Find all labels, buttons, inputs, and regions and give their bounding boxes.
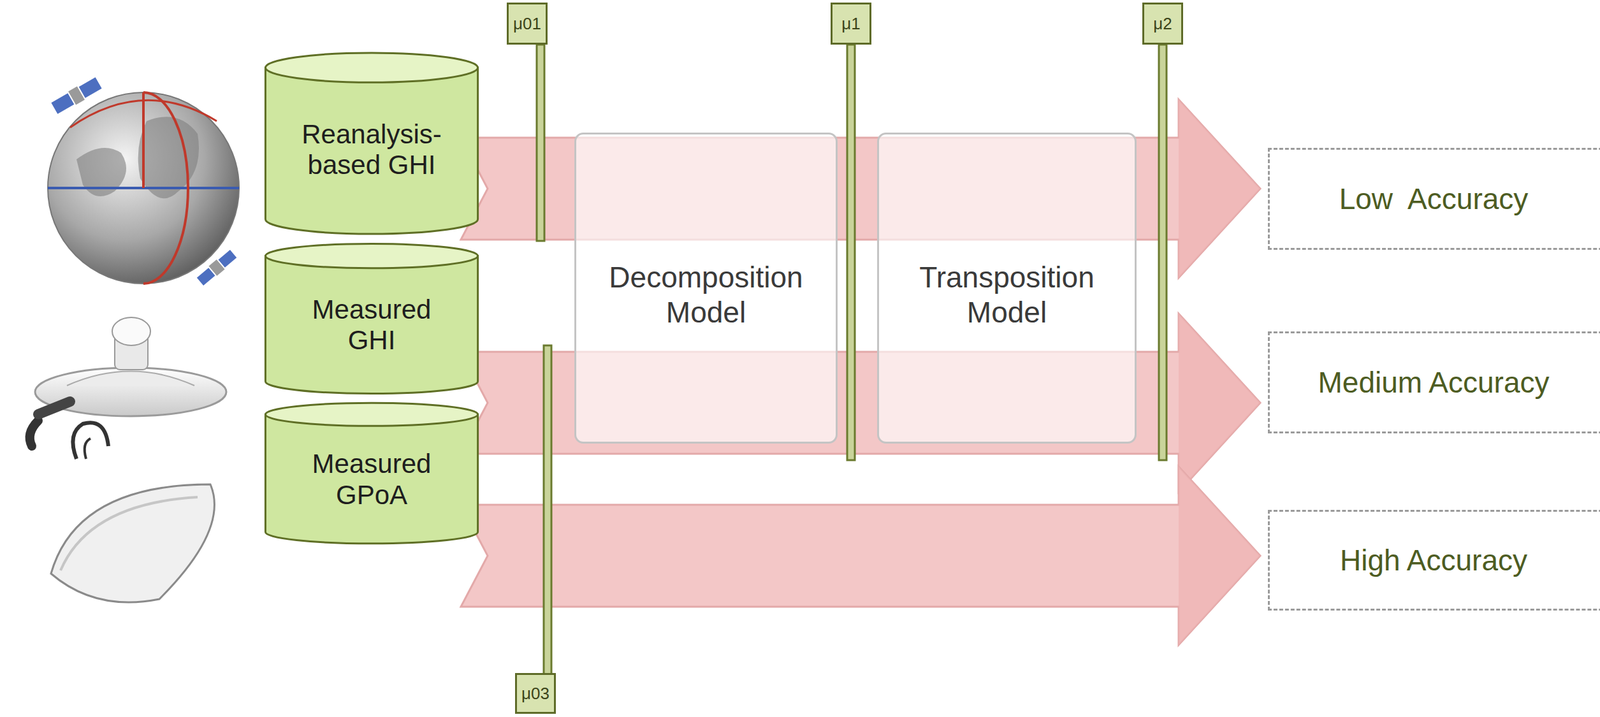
node-label: Measured GHI xyxy=(291,294,452,357)
node-label: Decomposition Model xyxy=(576,260,836,331)
uncertainty-label: μ2 xyxy=(1153,14,1172,34)
data-source-cylinder: Measured GHI xyxy=(263,242,480,396)
arrow-head xyxy=(1178,99,1261,278)
node-label: Measured GPoA xyxy=(291,448,452,511)
text-block: μ03 xyxy=(521,683,550,704)
leader-line xyxy=(1158,44,1167,461)
accuracy-box: Medium Accuracy xyxy=(1267,331,1600,434)
text-block: μ01 xyxy=(513,14,542,34)
leader-line xyxy=(536,44,545,241)
uncertainty-label: μ01 xyxy=(513,14,542,34)
data-source-cylinder: Measured GPoA xyxy=(263,401,480,546)
accuracy-box: High Accuracy xyxy=(1267,509,1600,611)
text-block: High Accuracy xyxy=(1339,543,1528,578)
leader-line xyxy=(847,44,855,461)
uncertainty-tag: μ2 xyxy=(1142,2,1184,45)
leader-lines xyxy=(536,44,1167,675)
uncertainty-tag: μ1 xyxy=(830,2,872,45)
text-block: Transposition Model xyxy=(879,260,1135,331)
arrow-head xyxy=(1178,466,1261,646)
node-label: Medium Accuracy xyxy=(1317,365,1550,400)
plane-of-array-sensor-icon xyxy=(50,422,215,603)
node-label: High Accuracy xyxy=(1339,543,1528,578)
accuracy-box: Low Accuracy xyxy=(1267,147,1600,250)
text-block: Reanalysis-based GHI xyxy=(291,119,452,182)
node-label: Transposition Model xyxy=(879,260,1135,331)
leader-line xyxy=(543,345,552,675)
arrow-head xyxy=(1178,313,1261,493)
globe-icon xyxy=(47,76,240,287)
text-block: Decomposition Model xyxy=(576,260,836,331)
pyranometer-icon xyxy=(29,317,227,447)
text-block: Measured GHI xyxy=(291,294,452,357)
node-label: Low Accuracy xyxy=(1339,181,1529,217)
uncertainty-label: μ1 xyxy=(841,14,860,34)
uncertainty-tag: μ03 xyxy=(515,673,556,714)
text-block: Measured GPoA xyxy=(291,448,452,511)
text-block: Low Accuracy xyxy=(1339,181,1529,217)
model-box: Decomposition Model xyxy=(574,132,838,444)
text-block: μ1 xyxy=(841,14,860,34)
text-block: μ2 xyxy=(1153,14,1172,34)
uncertainty-tag: μ01 xyxy=(506,2,548,45)
data-source-cylinder: Reanalysis-based GHI xyxy=(263,50,480,236)
flow-arrow xyxy=(460,466,1261,646)
node-label: Reanalysis-based GHI xyxy=(291,119,452,182)
uncertainty-label: μ03 xyxy=(521,683,550,704)
text-block: Medium Accuracy xyxy=(1317,365,1550,400)
arrow-band xyxy=(460,466,1261,646)
model-box: Transposition Model xyxy=(877,132,1137,444)
